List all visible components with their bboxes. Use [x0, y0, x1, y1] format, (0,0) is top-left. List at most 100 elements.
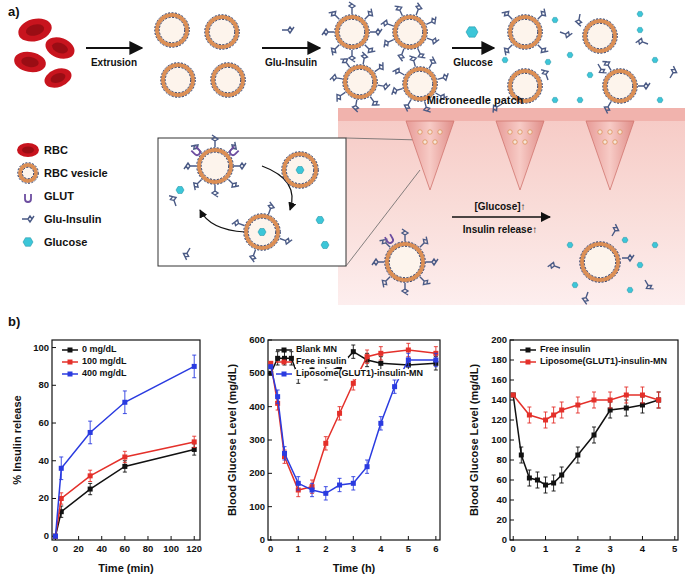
data-marker [337, 411, 342, 416]
label: Extrusion [91, 57, 137, 68]
rbc-body [17, 143, 39, 157]
error-bar [365, 350, 369, 363]
error-bar [59, 493, 63, 504]
vesicle-membrane [213, 65, 243, 95]
glut-shape [229, 146, 239, 156]
glu-insulin [368, 95, 380, 108]
label: Glu-Insulin [265, 57, 317, 68]
vesicle-membrane [246, 216, 278, 248]
glucose [552, 97, 558, 102]
axis-title: Blood Glucose Level (mg/dL) [226, 364, 238, 516]
glu-insulin [437, 73, 450, 82]
x-tick [298, 536, 299, 540]
y-tick [268, 340, 272, 341]
y-tick [268, 440, 272, 441]
patch-backing [338, 108, 685, 121]
error-bar [276, 352, 280, 365]
y-tick [268, 506, 272, 507]
glu-insulin [602, 100, 613, 113]
glu-insulin [322, 29, 334, 35]
insulin-strand [636, 37, 649, 47]
inset-box [158, 138, 346, 266]
red-blood-cell [42, 65, 74, 91]
error-bar [527, 407, 531, 423]
glu-insulin [181, 247, 192, 260]
error-bar [276, 390, 280, 403]
glucose [567, 52, 573, 57]
insulin-strand [426, 35, 439, 45]
glu-insulin [380, 275, 393, 288]
vesicle-inner [339, 19, 364, 44]
needle-vesicle [508, 130, 512, 134]
glu-insulin [329, 9, 342, 22]
data-marker [192, 439, 197, 444]
data-marker [527, 413, 532, 418]
legend-text: Glucose [44, 236, 87, 248]
data-marker [323, 441, 328, 446]
data-marker [527, 476, 532, 481]
y-tick [510, 500, 514, 501]
error-bar [338, 407, 342, 420]
glucose [587, 72, 593, 77]
error-bar [365, 460, 369, 473]
glucose [502, 57, 508, 62]
needle-vesicle [518, 130, 522, 134]
insulin-strand [329, 9, 342, 22]
tick-label: 20 [496, 515, 507, 525]
glu-insulin [638, 83, 650, 89]
vesicle-outer [385, 242, 426, 283]
vesicle-inner [407, 71, 432, 96]
data-line [56, 366, 195, 536]
legend-text: Liposome(GLUT1)-insulin-MN [539, 357, 668, 367]
x-tick [577, 536, 578, 540]
data-marker [624, 406, 629, 411]
vesicle-inner [201, 152, 228, 179]
vesicle-outer [155, 13, 190, 48]
legend-text: Free insulin [295, 357, 348, 367]
insulin-strand [212, 185, 218, 197]
microneedle [496, 121, 544, 190]
legend-text: RBC [44, 144, 68, 156]
insulin-strand [249, 249, 259, 262]
insulin-strand [381, 19, 394, 29]
glu-insulin [418, 275, 431, 288]
y-tick [510, 380, 514, 381]
y-tick [52, 347, 56, 348]
vesicle-inner [584, 246, 615, 277]
data-marker [365, 464, 370, 469]
insulin-strand [373, 62, 386, 74]
red-blood-cell [17, 143, 39, 157]
y-tick [510, 440, 514, 441]
glucose [627, 287, 633, 292]
data-marker [351, 481, 356, 486]
axis-title: Time (h) [573, 562, 616, 574]
glucose [316, 217, 324, 224]
data-marker [365, 354, 370, 359]
error-bar [310, 483, 314, 496]
insulin-strand [575, 13, 583, 26]
tick-label: 0 [502, 535, 507, 545]
glu-insulin [595, 63, 606, 76]
legend-text: 400 mg/dL [81, 369, 128, 379]
insulin-strand [380, 275, 393, 288]
glucose [637, 11, 643, 16]
vesicle-inner [397, 19, 422, 44]
data-marker [551, 413, 556, 418]
plot-frame [268, 340, 440, 540]
legend-text: Liposome(GLUT1)-insulin-MN [295, 369, 424, 379]
axis-title: Time (h) [333, 562, 376, 574]
error-bar [657, 392, 661, 408]
insulin-strand [667, 66, 678, 79]
insulin-strand [352, 99, 360, 112]
needle-vesicle [523, 140, 527, 144]
plot-frame [510, 340, 678, 540]
vesicle-outer [583, 19, 618, 54]
insulin-strand [602, 100, 613, 113]
insulin-strand [395, 4, 406, 17]
tick-label: 400 [249, 401, 265, 411]
insulin-strand [322, 29, 334, 35]
error-bar [283, 447, 287, 460]
tick-label: 120 [491, 415, 507, 425]
error-bar [552, 475, 556, 491]
